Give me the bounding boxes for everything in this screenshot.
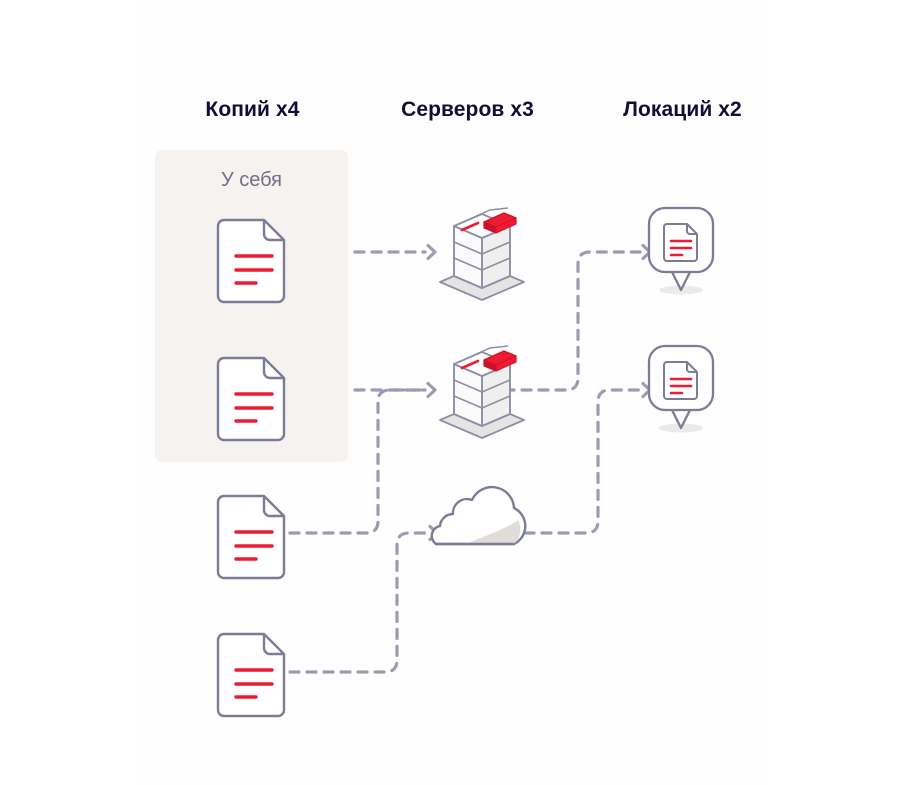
- column-header-locations: Локаций x2: [623, 98, 742, 121]
- document-icon-2[interactable]: [216, 354, 290, 442]
- location-pin-2[interactable]: [641, 340, 721, 436]
- server-icon-1[interactable]: [432, 196, 532, 308]
- document-icon-3[interactable]: [216, 492, 290, 580]
- server-icon-2[interactable]: [432, 334, 532, 446]
- document-icon-4[interactable]: [216, 630, 290, 718]
- document-icon-1[interactable]: [216, 216, 290, 304]
- cloud-icon[interactable]: [426, 485, 530, 556]
- onpremise-group-label: У себя: [220, 169, 282, 191]
- location-pin-1[interactable]: [641, 202, 721, 298]
- column-header-copies: Копий x4: [205, 98, 300, 121]
- column-header-servers: Серверов x3: [401, 98, 534, 121]
